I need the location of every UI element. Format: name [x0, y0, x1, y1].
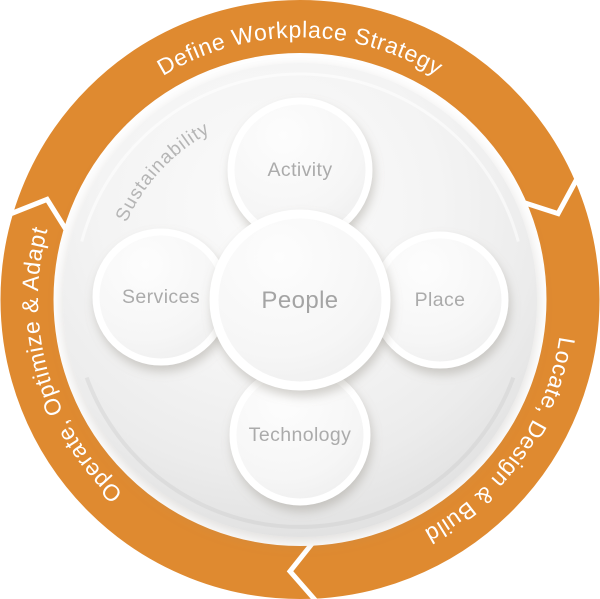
services-label: Services: [122, 286, 200, 308]
segment-arrow-notch-bottom: [286, 541, 318, 599]
place-circle: Place: [371, 231, 509, 369]
activity-label: Activity: [268, 159, 333, 181]
segment-arrow-notch-right: [523, 178, 579, 217]
people-circle: People: [209, 209, 391, 391]
disc-top-highlight: [80, 72, 520, 242]
disc-bottom-shading: [84, 376, 516, 529]
technology-label: Technology: [249, 424, 352, 446]
segment-arrow-notch-top-left: [10, 196, 69, 232]
people-label: People: [261, 287, 338, 314]
services-circle: Services: [92, 228, 230, 366]
place-label: Place: [415, 289, 466, 311]
